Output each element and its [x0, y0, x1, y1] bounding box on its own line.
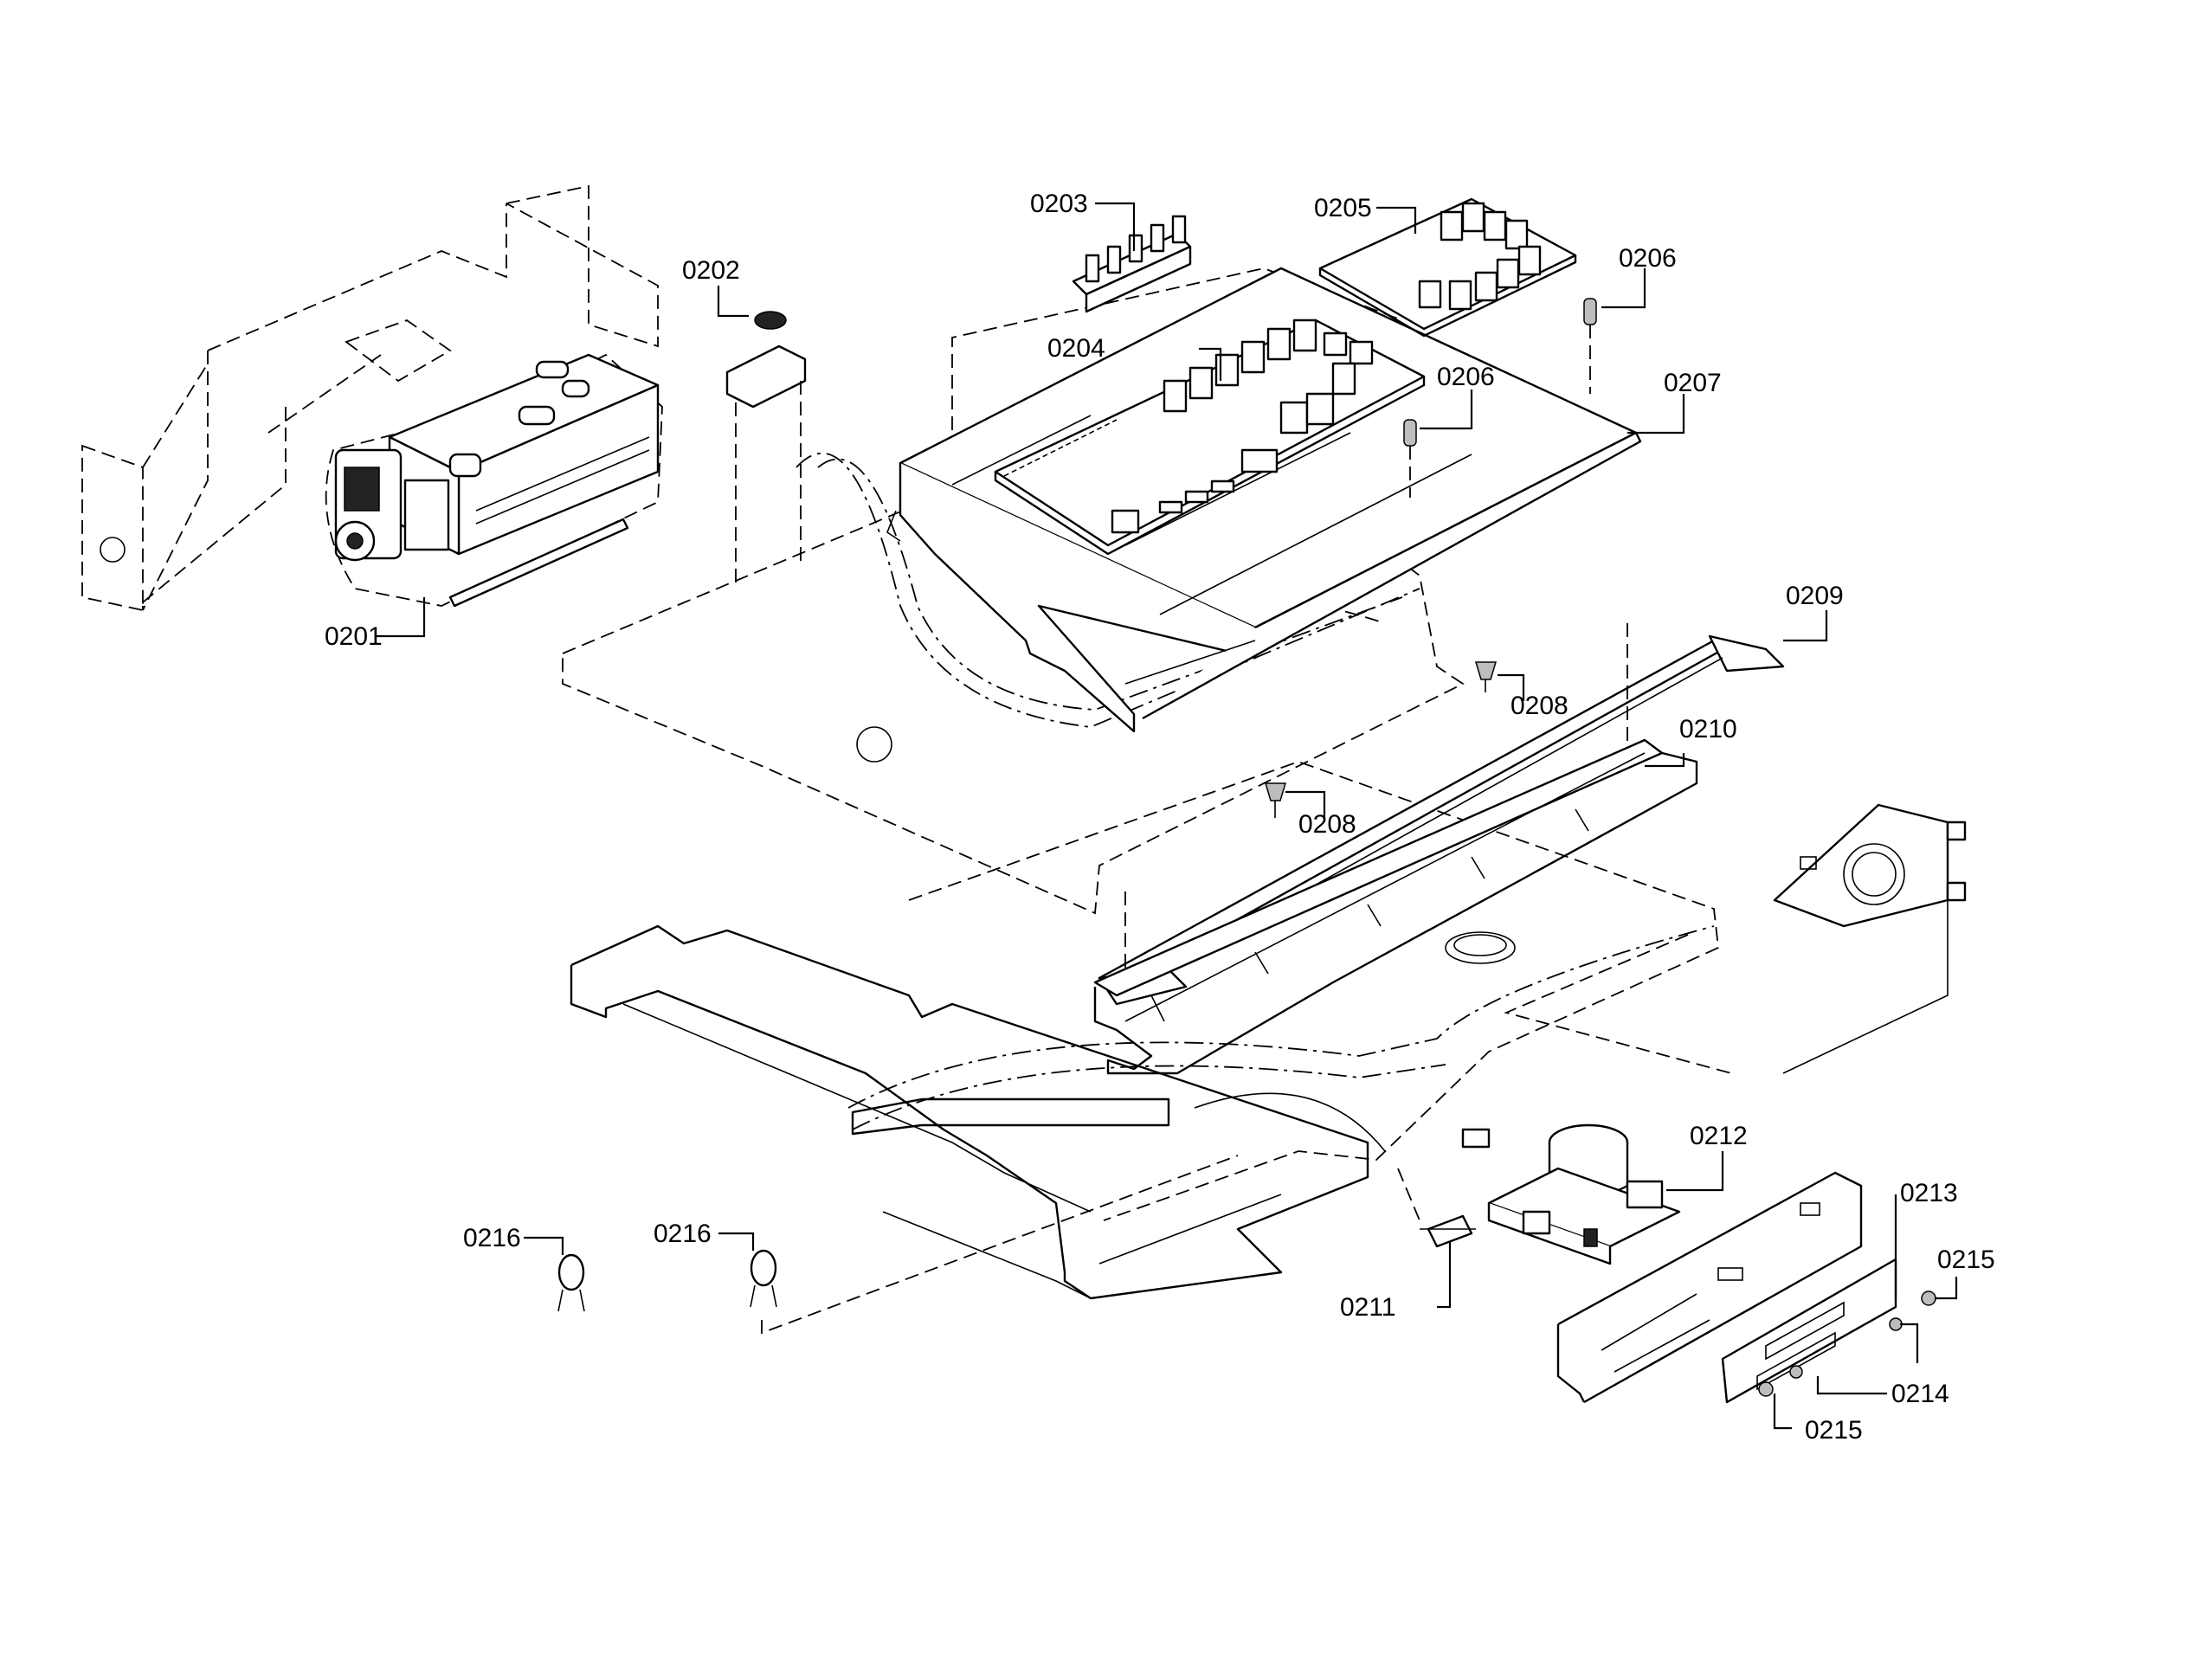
wire-connector-block	[1072, 215, 1192, 313]
board-mounting-tray	[886, 267, 1642, 733]
switch-mounting-plate	[1721, 1258, 1897, 1404]
leader-lines	[377, 202, 1958, 1430]
spring-clip-lower	[1264, 782, 1287, 818]
callout-0207: 0207	[1664, 369, 1722, 397]
callout-0216-right: 0216	[654, 1220, 712, 1248]
rear-housing-outline	[81, 184, 659, 612]
front-mounting-bracket	[1556, 1171, 1863, 1404]
callout-0206-center: 0206	[1437, 363, 1495, 391]
spring-clip-upper	[1474, 661, 1498, 692]
support-channel	[1093, 623, 1698, 1075]
wire-clip-left	[557, 1253, 585, 1312]
screw-upper-right	[1921, 1291, 1936, 1306]
callout-0201: 0201	[325, 622, 383, 651]
callout-0202: 0202	[682, 256, 740, 285]
element-cover-plate	[1773, 803, 1967, 1074]
callout-0214: 0214	[1891, 1380, 1949, 1408]
screw-0214-a	[1889, 1317, 1903, 1331]
callout-0212: 0212	[1690, 1122, 1748, 1150]
board-standoff-right	[1583, 298, 1597, 394]
callout-0206-upper: 0206	[1619, 244, 1677, 273]
main-control-board	[994, 319, 1426, 556]
callout-0216-left: 0216	[463, 1224, 521, 1252]
callout-labels: 0201 0202 0203 0204 0205 0206 0206 0207 …	[325, 190, 1995, 1445]
screw-0214-b	[1789, 1365, 1803, 1379]
relay-board	[1318, 197, 1577, 338]
callout-0208-lower: 0208	[1298, 810, 1356, 839]
high-limit-switch	[1397, 1168, 1476, 1248]
callout-0204: 0204	[1047, 334, 1105, 363]
board-standoff-center	[1403, 419, 1417, 498]
callout-0208-upper: 0208	[1511, 692, 1569, 720]
screw-lower-left	[1758, 1381, 1774, 1397]
wire-clip-right	[750, 1155, 1239, 1335]
callout-0210: 0210	[1679, 715, 1737, 743]
callout-0213: 0213	[1900, 1179, 1958, 1207]
door-lock-motor	[1461, 1123, 1681, 1265]
callout-0203: 0203	[1030, 190, 1088, 218]
callout-0215-upper: 0215	[1937, 1246, 1995, 1274]
thermostat-sensor	[725, 311, 807, 589]
callout-0205: 0205	[1314, 194, 1372, 222]
board-connectors	[1158, 480, 1235, 514]
callout-0211: 0211	[1340, 1293, 1396, 1322]
callout-0209: 0209	[1786, 582, 1844, 610]
oven-floor-outline	[847, 761, 1732, 1221]
callout-0215-lower: 0215	[1805, 1416, 1863, 1445]
board-relays	[1111, 319, 1374, 534]
convection-fan-assembly	[325, 353, 663, 608]
